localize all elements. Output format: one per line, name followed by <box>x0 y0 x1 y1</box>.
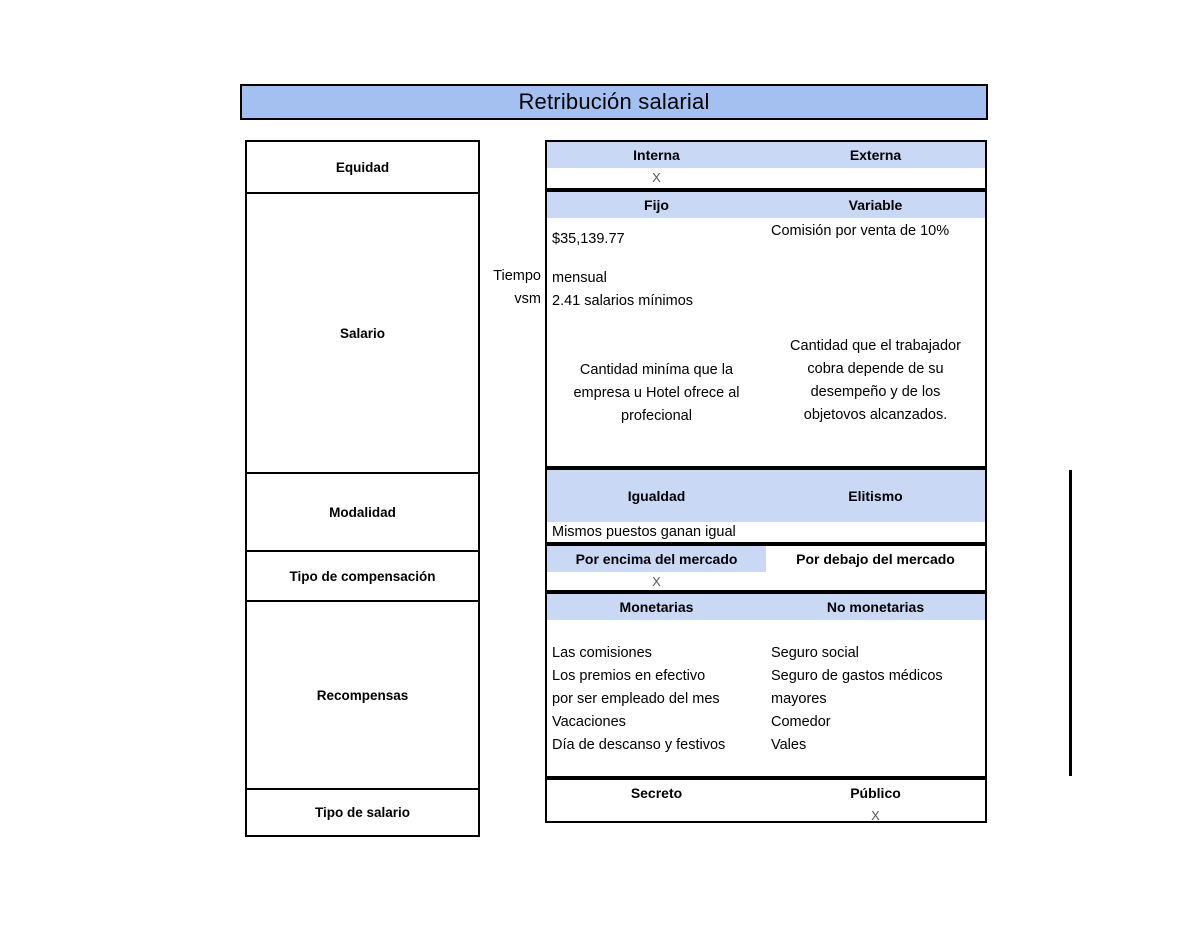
tipo-compensacion-mark-row: X <box>547 572 985 592</box>
section-tipo-compensacion: Por encima del mercado Por debajo del me… <box>545 544 987 592</box>
list-item: Vacaciones <box>552 714 626 730</box>
tipo-salario-mark-publico: X <box>871 808 880 823</box>
recompensas-header-monetarias: Monetarias <box>547 594 766 620</box>
right-vertical-rule <box>1069 470 1072 776</box>
salario-variable-note: Comisión por venta de 10% <box>771 223 950 239</box>
table-row: Por encima del mercado Por debajo del me… <box>545 544 987 592</box>
salario-variable-spacer <box>766 267 985 290</box>
salario-fijo-amount: $35,139.77 <box>552 231 625 247</box>
salario-variable-description: Cantidad que el trabajador cobra depende… <box>790 338 961 423</box>
tipo-salario-mark-secreto <box>547 806 766 826</box>
recompensas-monetarias-list: Las comisiones Los premios en efectivo p… <box>547 642 766 757</box>
label-cell-tipo-compensacion: Tipo de compensación <box>245 550 480 602</box>
recompensas-block: Monetarias No monetarias Las comisiones … <box>545 592 987 778</box>
category-label-table: Equidad Salario Modalidad Tipo de compen… <box>245 140 480 837</box>
table-row: Recompensas <box>245 600 480 790</box>
modalidad-block: Igualdad Elitismo Mismos puestos ganan i… <box>545 468 987 544</box>
list-item: Comedor <box>771 714 831 730</box>
table-row: Igualdad Elitismo Mismos puestos ganan i… <box>545 468 987 544</box>
gutter-label-tiempo: Tiempo <box>493 268 541 284</box>
list-item: Seguro de gastos médicos <box>771 668 943 684</box>
list-item: Día de descanso y festivos <box>552 737 726 753</box>
salario-vsm-row: 2.41 salarios mínimos <box>547 290 985 313</box>
modalidad-note: Mismos puestos ganan igual <box>552 524 736 540</box>
salario-fijo-period: mensual <box>552 270 607 286</box>
salario-period-row: mensual <box>547 267 985 290</box>
salario-header-variable: Variable <box>766 192 985 218</box>
tipo-compensacion-header-encima: Por encima del mercado <box>547 546 766 572</box>
list-item: Seguro social <box>771 645 859 661</box>
label-cell-recompensas: Recompensas <box>245 600 480 790</box>
tipo-compensacion-header-row: Por encima del mercado Por debajo del me… <box>547 546 985 572</box>
table-row: Salario <box>245 192 480 474</box>
tipo-salario-block: Secreto Público X <box>545 778 987 823</box>
tipo-salario-mark-row: X <box>547 806 985 826</box>
tipo-compensacion-block: Por encima del mercado Por debajo del me… <box>545 544 987 592</box>
section-tipo-salario: Secreto Público X <box>545 778 987 823</box>
list-item: Vales <box>771 737 807 753</box>
list-item: Los premios en efectivo <box>552 668 706 684</box>
salario-fijo-vsm: 2.41 salarios mínimos <box>552 293 694 309</box>
equidad-header-interna: Interna <box>547 142 766 168</box>
modalidad-header-igualdad: Igualdad <box>547 470 766 522</box>
salario-fijo-description: Cantidad miníma que la empresa u Hotel o… <box>573 362 740 424</box>
tipo-salario-header-publico: Público <box>766 780 985 806</box>
table-row: Modalidad <box>245 472 480 552</box>
table-row: Monetarias No monetarias Las comisiones … <box>545 592 987 778</box>
list-item: Las comisiones <box>552 645 652 661</box>
table-row: Secreto Público X <box>545 778 987 823</box>
table-row: Equidad <box>245 140 480 194</box>
salario-amount-row: $35,139.77 Comisión por venta de 10% <box>547 223 985 251</box>
equidad-mark-interna: X <box>652 170 661 185</box>
table-row: Interna Externa X <box>545 140 987 190</box>
equidad-header-externa: Externa <box>766 142 985 168</box>
equidad-header-row: Interna Externa <box>547 142 985 168</box>
tipo-compensacion-mark-debajo <box>766 572 985 592</box>
gutter-label-vsm: vsm <box>514 291 541 307</box>
recompensas-no-monetarias-list: Seguro social Seguro de gastos médicos m… <box>766 642 985 757</box>
label-cell-salario: Salario <box>245 192 480 474</box>
label-cell-tipo-salario: Tipo de salario <box>245 788 480 837</box>
recompensas-lists-row: Las comisiones Los premios en efectivo p… <box>547 642 985 757</box>
salario-block: Fijo Variable $35,139.77 Comisión por ve… <box>545 190 987 468</box>
section-modalidad: Igualdad Elitismo Mismos puestos ganan i… <box>545 468 987 544</box>
modalidad-header-row: Igualdad Elitismo <box>547 470 985 522</box>
equidad-mark-externa <box>766 168 985 188</box>
salario-header-fijo: Fijo <box>547 192 766 218</box>
recompensas-header-row: Monetarias No monetarias <box>547 594 985 620</box>
equidad-mark-row: X <box>547 168 985 188</box>
section-recompensas: Monetarias No monetarias Las comisiones … <box>545 592 987 778</box>
list-item: por ser empleado del mes <box>552 691 720 707</box>
modalidad-header-elitismo: Elitismo <box>766 470 985 522</box>
salario-header-row: Fijo Variable <box>547 192 985 218</box>
page-title: Retribución salarial <box>518 89 710 114</box>
label-cell-modalidad: Modalidad <box>245 472 480 552</box>
salario-description-row: Cantidad miníma que la empresa u Hotel o… <box>547 335 985 428</box>
list-item: mayores <box>771 691 827 707</box>
recompensas-header-no-monetarias: No monetarias <box>766 594 985 620</box>
tipo-compensacion-mark-encima: X <box>652 574 661 589</box>
equidad-block: Interna Externa X <box>545 140 987 190</box>
table-row: Fijo Variable $35,139.77 Comisión por ve… <box>545 190 987 468</box>
section-equidad: Interna Externa X <box>545 140 987 190</box>
tipo-salario-header-secreto: Secreto <box>547 780 766 806</box>
table-row: Tipo de salario <box>245 788 480 837</box>
document-title-banner: Retribución salarial <box>240 84 988 120</box>
section-salario: Fijo Variable $35,139.77 Comisión por ve… <box>545 190 987 468</box>
tipo-compensacion-header-debajo: Por debajo del mercado <box>766 546 985 572</box>
label-cell-equidad: Equidad <box>245 140 480 194</box>
content-table: Interna Externa X Fijo Variable <box>545 140 987 823</box>
tipo-salario-header-row: Secreto Público <box>547 780 985 806</box>
modalidad-note-row: Mismos puestos ganan igual <box>547 522 985 542</box>
table-row: Tipo de compensación <box>245 550 480 602</box>
salario-vsm-spacer <box>766 290 985 313</box>
